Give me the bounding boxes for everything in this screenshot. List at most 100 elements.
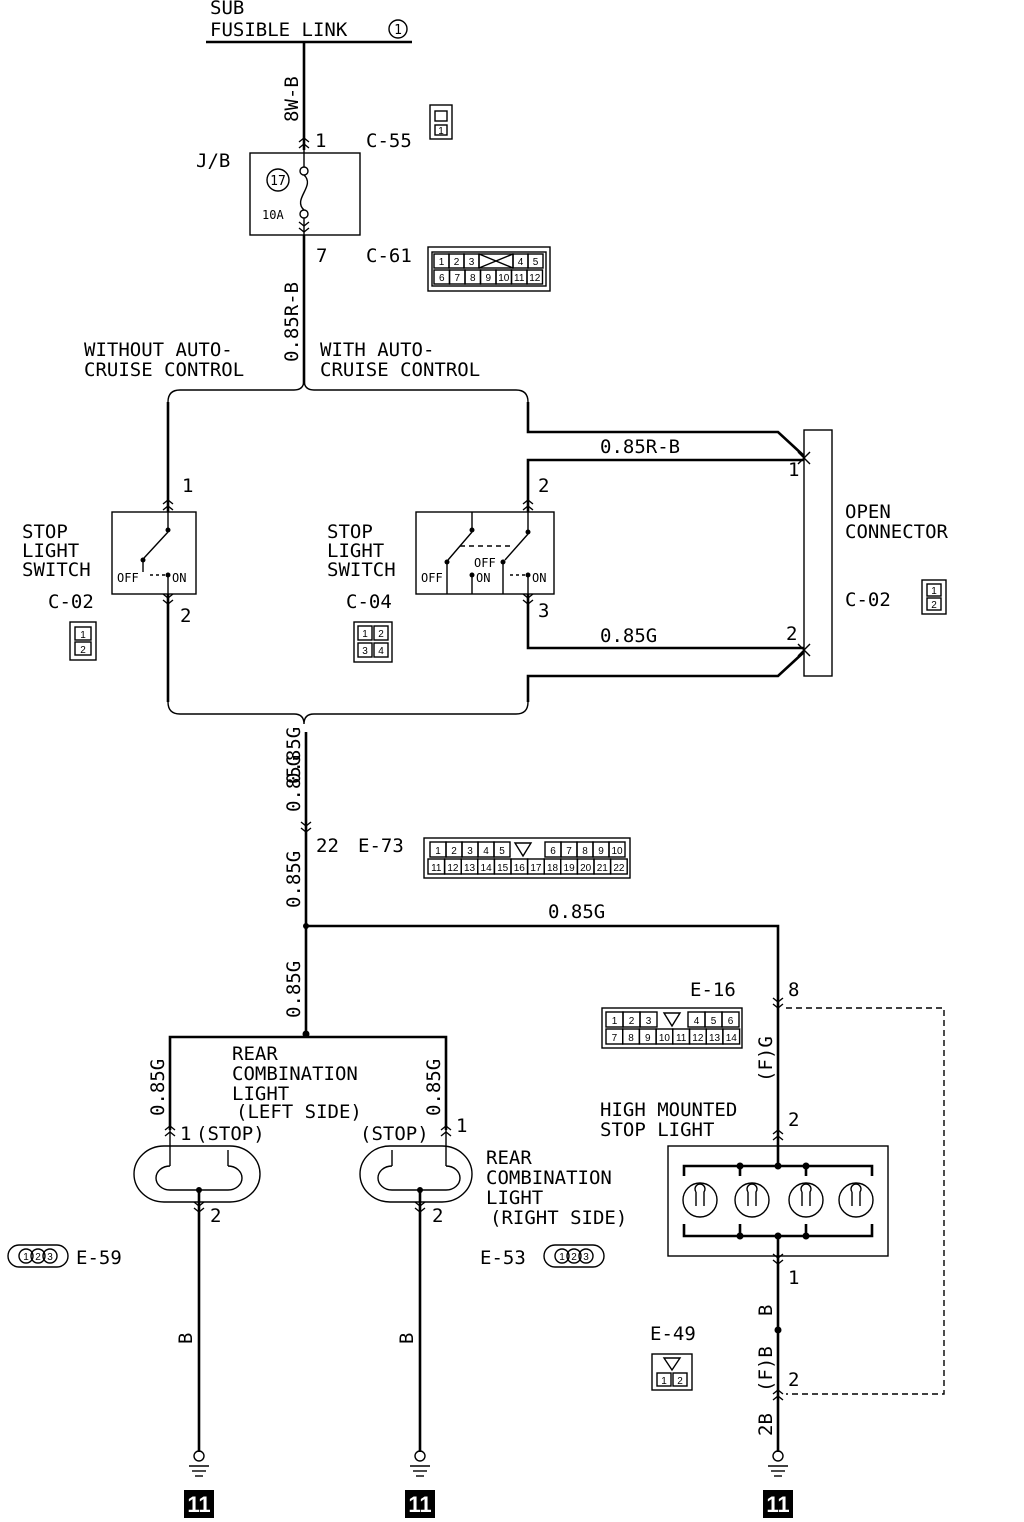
connector-chevron: [440, 1125, 452, 1131]
connector-pin-number: 6: [728, 1016, 734, 1027]
left-switch-on: ON: [172, 571, 186, 585]
open-connector-pin-marks: [797, 451, 811, 657]
wire-label-left-ground: B: [175, 1333, 197, 1344]
left-lamp-label-line4: (LEFT SIDE): [236, 1101, 362, 1123]
bulb-icon: [838, 1182, 874, 1218]
option-without-line1: WITHOUT AUTO-: [84, 339, 233, 361]
connector-pin-number: 12: [529, 273, 541, 284]
left-lamp-label-line2: COMBINATION: [232, 1063, 358, 1085]
left-switch-pin-bottom: 2: [180, 605, 191, 627]
connector-pin-number: 7: [566, 846, 572, 857]
connector-chevron: [164, 1131, 176, 1137]
connector-pin-number: 2: [454, 257, 460, 268]
connector-pin-number: 1: [439, 257, 445, 268]
right-stop-light-switch-box: [415, 511, 555, 595]
ground-badge-middle: 11: [405, 1490, 435, 1518]
connector-pin-number: 11: [514, 273, 525, 284]
connector-pin-cell: [722, 1028, 741, 1045]
connector-e49-icon: 1 2: [651, 1353, 693, 1391]
svg-text:1: 1: [931, 586, 937, 597]
svg-text:1: 1: [438, 126, 444, 137]
svg-text:1: 1: [80, 630, 86, 641]
connector-pin-number: 1: [435, 846, 441, 857]
left-lamp-label-line3: LIGHT: [232, 1083, 289, 1105]
jb-pin-in: 1: [315, 130, 326, 152]
wire-cruise-bypass-top: [526, 402, 805, 457]
connector-chevron: [414, 1201, 426, 1207]
hmsl-harness-outline: [786, 1007, 945, 1395]
open-connector-label-line2: CONNECTOR: [845, 521, 949, 543]
connector-chevron: [300, 827, 312, 833]
open-connector-pin-top: 1: [788, 459, 799, 481]
connector-chevron: [162, 593, 174, 599]
right-switch-pin-bottom: 3: [538, 600, 549, 622]
connector-pin-number: 14: [481, 863, 493, 874]
connector-e53-label: E-53: [480, 1247, 526, 1269]
connector-pin-cell: [493, 841, 511, 858]
connector-chevron: [772, 1129, 784, 1135]
connector-chevron: [298, 227, 310, 233]
hmsl-pin-in: 2: [788, 1109, 799, 1131]
connector-c04-label: C-04: [346, 591, 392, 613]
connector-chevron: [300, 821, 312, 827]
ground-symbol-right: [768, 1450, 788, 1477]
right-switch-on: ON: [476, 571, 490, 585]
svg-text:11: 11: [766, 1492, 789, 1517]
connector-pin-number: 8: [628, 1033, 634, 1044]
connector-pin-number: 14: [726, 1033, 738, 1044]
connector-pin-number: 6: [439, 273, 445, 284]
wire-label-right-lamp: 0.85G: [423, 1059, 445, 1116]
connector-chevron: [772, 1003, 784, 1009]
connector-chevron: [164, 1125, 176, 1131]
right-switch-label-line1: STOP: [327, 521, 373, 543]
connector-pin-number: 5: [499, 846, 505, 857]
connection-arrows: [162, 137, 784, 1401]
connector-e53-icon: 1 2 3: [543, 1244, 605, 1268]
left-switch-label-line2: LIGHT: [22, 540, 79, 562]
connector-pin-number: 9: [485, 273, 491, 284]
hmsl-pin-out: 1: [788, 1267, 799, 1289]
connector-e49-label: E-49: [650, 1323, 696, 1345]
connector-c55-label: C-55: [366, 130, 412, 152]
right-switch-label-line2: LIGHT: [327, 540, 384, 562]
svg-text:3: 3: [47, 1252, 53, 1263]
svg-text:2: 2: [931, 600, 937, 611]
option-with-line1: WITH AUTO-: [320, 339, 434, 361]
wire-label-0.85r-b: 0.85R-B: [281, 282, 303, 362]
fuse-17: [299, 166, 309, 219]
wire-cruise-bypass-bottom: [526, 651, 805, 702]
hmsl-label-line2: STOP LIGHT: [600, 1119, 714, 1141]
open-connector-body: [803, 429, 833, 677]
connector-c61-label: C-61: [366, 245, 412, 267]
connector-chevron: [772, 997, 784, 1003]
wire-label-trunk-4: 0.85G: [283, 961, 305, 1018]
connector-pin-number: 7: [612, 1033, 618, 1044]
right-lamp-label-line2: COMBINATION: [486, 1167, 612, 1189]
option-with-line2: CRUISE CONTROL: [320, 359, 480, 381]
wire-label-trunk-1: 0.85G: [283, 755, 305, 812]
wire-right-switch-out: [526, 594, 804, 650]
connector-chevron: [162, 499, 174, 505]
left-lamp-pin-out: 2: [210, 1205, 221, 1227]
connector-pin-number: 7: [454, 273, 460, 284]
svg-text:2: 2: [571, 1252, 577, 1263]
wire-lamp-feed: [168, 1035, 448, 1130]
connector-pin-number: 10: [498, 273, 510, 284]
connector-chevron: [298, 143, 310, 149]
wire-label-left-lamp: 0.85G: [147, 1059, 169, 1116]
connector-c02-left-icon: 1 2: [69, 621, 97, 661]
connector-pin-number: 16: [514, 863, 526, 874]
connector-pin-number: 5: [711, 1016, 717, 1027]
hmsl-label-line1: HIGH MOUNTED: [600, 1099, 737, 1121]
source-label-line1: SUB: [210, 0, 244, 19]
wire-label-cruise-top: 0.85R-B: [600, 436, 680, 458]
connector-pin-number: 6: [550, 846, 556, 857]
left-switch-pin-top: 1: [182, 475, 193, 497]
connector-chevron: [772, 1135, 784, 1141]
fusible-link-number-badge: 1: [388, 19, 408, 39]
left-stop-light-switch-box: [111, 511, 197, 595]
connector-e73-label: E-73: [358, 835, 404, 857]
